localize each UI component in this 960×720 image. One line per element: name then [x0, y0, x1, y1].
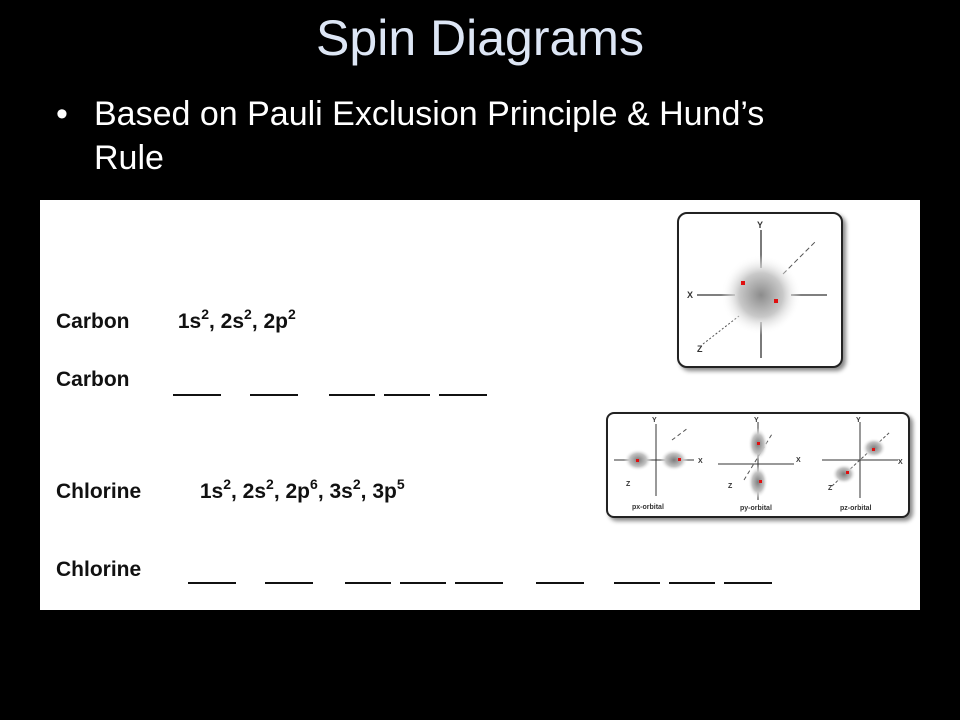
- config-orbital: 2s: [242, 480, 267, 503]
- px-caption: px-orbital: [632, 504, 664, 511]
- bullet-dot-icon: •: [56, 95, 68, 133]
- orbital-blank-line: [265, 582, 313, 584]
- carbon-diagram-label: Carbon: [56, 368, 130, 391]
- chlorine-config: 1s2, 2s2, 2p6, 3s2, 3p5: [199, 476, 405, 503]
- p-orbitals-figure: Y X Z px-orbital Y X Z py-orbital: [606, 412, 910, 518]
- config-orbital: 1s: [177, 310, 202, 333]
- orbital-blank-line: [345, 582, 391, 584]
- chlorine-diagram-label: Chlorine: [56, 558, 142, 581]
- carbon-configuration-row: Carbon 1s2, 2s2, 2p2: [56, 306, 296, 334]
- config-electrons: 2: [352, 476, 361, 492]
- orbital-blank-line: [400, 582, 446, 584]
- carbon-config: 1s2, 2s2, 2p2: [177, 306, 296, 333]
- config-electrons: 2: [244, 306, 252, 322]
- orbital-blank-line: [188, 582, 236, 584]
- bullet-text: Based on Pauli Exclusion Principle & Hun…: [94, 95, 765, 177]
- svg-text:Z: Z: [626, 481, 631, 488]
- svg-text:Y: Y: [652, 417, 657, 424]
- config-orbital: 2s: [220, 310, 245, 333]
- slide-title: Spin Diagrams: [316, 10, 644, 66]
- orbital-blank-line: [669, 582, 715, 584]
- config-orbital: 2p: [285, 480, 311, 503]
- svg-text:X: X: [698, 458, 703, 465]
- py-orbital-icon: Y X Z py-orbital: [718, 417, 801, 512]
- pz-orbital-icon: Y X Z pz-orbital: [822, 417, 903, 512]
- svg-text:X: X: [796, 457, 801, 464]
- content-panel: Carbon 1s2, 2s2, 2p2 Carbon Chlorine 1s2…: [40, 200, 920, 610]
- config-orbital: 3p: [372, 480, 397, 503]
- config-orbital: 3s: [329, 480, 353, 503]
- chlorine-label: Chlorine: [56, 480, 142, 503]
- px-orbital-icon: Y X Z px-orbital: [614, 417, 703, 511]
- config-orbital: 1s: [199, 480, 224, 503]
- orbital-blank-line: [250, 394, 298, 396]
- config-orbital: 2p: [263, 310, 289, 333]
- config-electrons: 2: [288, 306, 296, 322]
- svg-text:X: X: [898, 459, 903, 466]
- config-electrons: 2: [266, 476, 274, 492]
- orbital-blank-line: [439, 394, 487, 396]
- s-orbital-figure: Y X Z: [677, 212, 843, 368]
- s-axis-y-label: Y: [757, 220, 763, 230]
- carbon-diagram-row: Carbon: [56, 368, 130, 392]
- config-electrons: 2: [223, 476, 231, 492]
- svg-text:Z: Z: [728, 483, 733, 490]
- s-axis-z-label: Z: [697, 344, 703, 354]
- config-electrons: 5: [396, 476, 405, 492]
- svg-text:Z: Z: [828, 485, 833, 492]
- orbital-blank-line: [329, 394, 375, 396]
- orbital-blank-line: [455, 582, 503, 584]
- bullet-point: • Based on Pauli Exclusion Principle & H…: [56, 92, 876, 180]
- config-electrons: 2: [201, 306, 209, 322]
- orbital-blank-line: [536, 582, 584, 584]
- s-orbital-cloud-icon: [721, 255, 801, 335]
- py-caption: py-orbital: [740, 505, 772, 512]
- orbital-blank-line: [173, 394, 221, 396]
- orbital-blank-line: [724, 582, 772, 584]
- chlorine-configuration-row: Chlorine 1s2, 2s2, 2p6, 3s2, 3p5: [56, 476, 405, 504]
- orbital-blank-line: [614, 582, 660, 584]
- carbon-label: Carbon: [56, 310, 130, 333]
- config-electrons: 6: [310, 476, 318, 492]
- s-axis-x-label: X: [687, 290, 693, 300]
- pz-caption: pz-orbital: [840, 505, 872, 512]
- orbital-blank-line: [384, 394, 430, 396]
- chlorine-diagram-row: Chlorine: [56, 558, 141, 582]
- svg-text:Y: Y: [754, 417, 759, 424]
- svg-text:Y: Y: [856, 417, 861, 424]
